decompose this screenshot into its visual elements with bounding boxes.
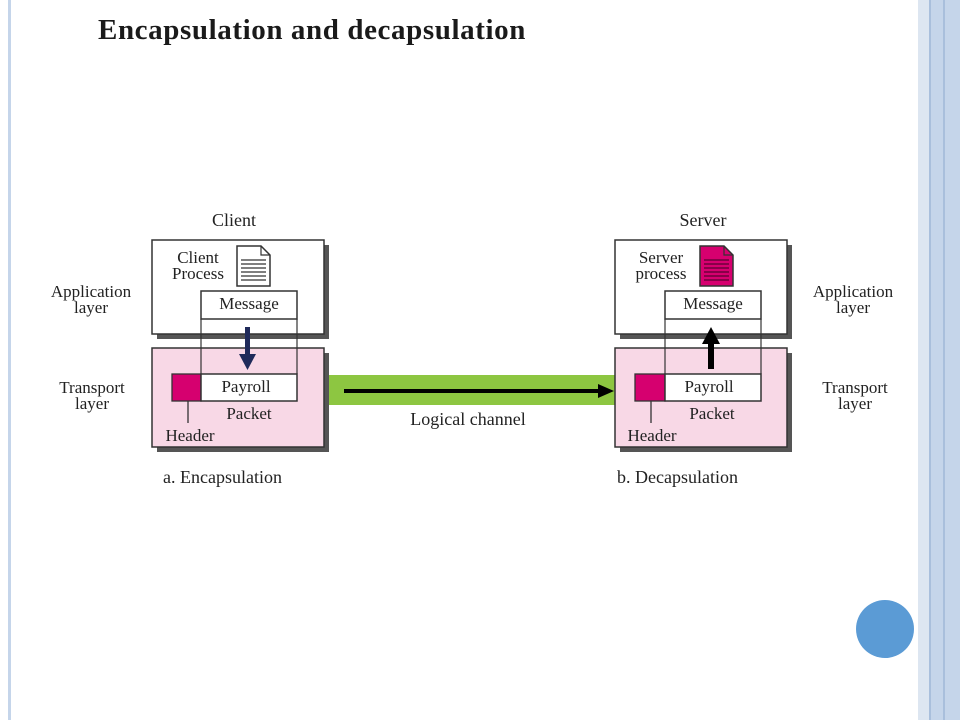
server-payroll-box	[664, 373, 762, 402]
decapsulate-up-arrow	[702, 327, 720, 369]
client-message-box	[200, 290, 298, 320]
left-app-layer-line1: Application	[51, 282, 132, 301]
right-app-layer-line1: Application	[813, 282, 894, 301]
client-header-label: Header	[165, 426, 214, 445]
left-frame-bar	[8, 0, 11, 720]
left-transport-layer-line1: Transport	[59, 378, 125, 397]
client-payroll-box	[200, 373, 298, 402]
right-transport-layer-line2: layer	[838, 394, 872, 413]
left-app-layer-line2: layer	[74, 298, 108, 317]
server-payroll-label: Payroll	[684, 377, 733, 396]
client-message-label: Message	[219, 294, 278, 313]
left-transport-layer-line2: layer	[75, 394, 109, 413]
client-payroll-label: Payroll	[221, 377, 270, 396]
encapsulate-down-arrow	[239, 327, 256, 370]
caption-encapsulation: a. Encapsulation	[163, 467, 282, 487]
caption-decapsulation: b. Decapsulation	[617, 467, 738, 487]
logical-channel-label: Logical channel	[410, 409, 525, 429]
decorative-circle	[856, 600, 914, 658]
client-packet-label: Packet	[226, 404, 272, 423]
right-frame-bar-outer	[930, 0, 960, 720]
server-process-line2: process	[636, 264, 687, 283]
server-label: Server	[680, 210, 727, 230]
server-header-block	[634, 373, 666, 402]
right-frame-divider	[943, 0, 945, 720]
right-frame-bar-inner	[918, 0, 930, 720]
document-icon	[236, 245, 271, 287]
server-process-line1: Server	[639, 248, 684, 267]
channel-arrow-head	[598, 384, 614, 398]
right-transport-layer-line1: Transport	[822, 378, 888, 397]
right-frame-divider	[929, 0, 931, 720]
right-app-layer-line2: layer	[836, 298, 870, 317]
client-header-block	[171, 373, 202, 402]
client-label: Client	[212, 210, 256, 230]
slide-title: Encapsulation and decapsulation	[98, 14, 526, 46]
server-message-label: Message	[683, 294, 742, 313]
server-packet-label: Packet	[689, 404, 735, 423]
server-header-label: Header	[627, 426, 676, 445]
server-message-box	[664, 290, 762, 320]
client-process-line2: Process	[172, 264, 224, 283]
client-process-line1: Client	[177, 248, 219, 267]
document-icon	[699, 245, 734, 287]
